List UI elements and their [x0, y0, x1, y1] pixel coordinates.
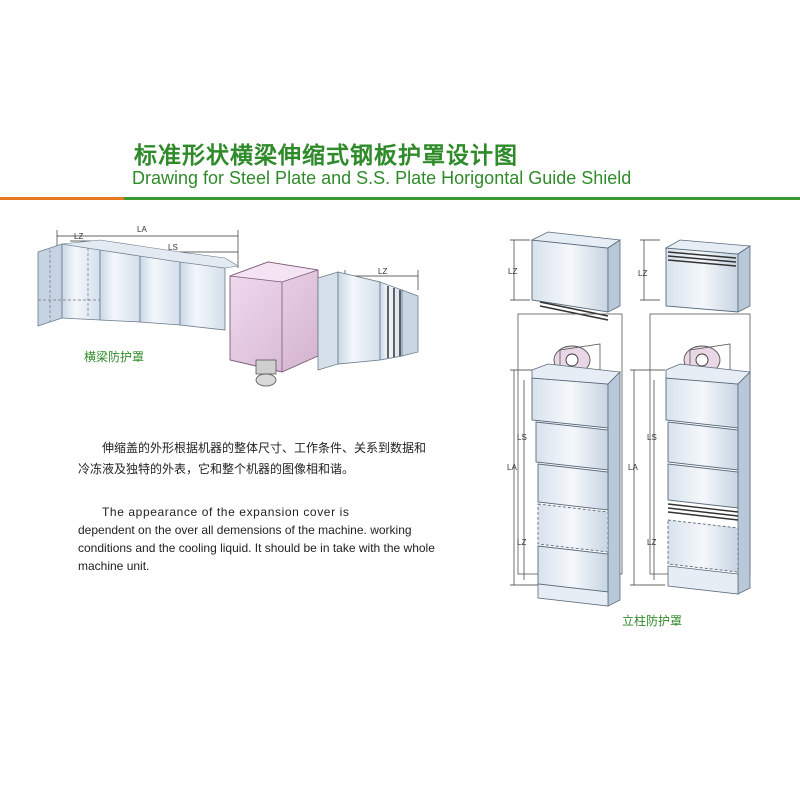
dim-lz-vertical-left-bottom: LZ — [517, 538, 526, 547]
dim-la-vertical-left: LA — [507, 463, 517, 472]
dim-lz-vertical-right-top: LZ — [638, 269, 647, 278]
dim-lz-vertical-right-bottom: LZ — [647, 538, 656, 547]
caption-horizontal-shield: 横梁防护罩 — [84, 350, 145, 364]
dim-la-horizontal: LA — [137, 225, 147, 234]
dim-la-vertical-right: LA — [628, 463, 638, 472]
title-chinese: 标准形状横梁伸缩式钢板护罩设计图 — [134, 143, 518, 169]
vertical-left-dimensions — [510, 239, 540, 586]
description-english-line1: The appearance of the expansion cover is — [102, 505, 350, 519]
description-english: The appearance of the expansion cover is… — [78, 503, 438, 575]
vertical-shield-left — [510, 231, 623, 607]
caption-vertical-shield: 立柱防护罩 — [622, 614, 683, 628]
dim-ls-horizontal: LS — [168, 243, 178, 252]
vertical-right-dimensions — [630, 239, 665, 586]
dim-lz-horizontal-left: LZ — [74, 232, 83, 241]
dim-ls-vertical-right: LS — [647, 433, 657, 442]
dim-lz-vertical-left-top: LZ — [508, 267, 517, 276]
horizontal-shield-drawing — [37, 230, 419, 387]
dim-ls-vertical-left: LS — [517, 433, 527, 442]
description-chinese: 伸缩盖的外形根据机器的整体尺寸、工作条件、关系到数据和冷冻液及独特的外表，它和整… — [78, 441, 427, 476]
description-english-rest: dependent on the over all demensions of … — [78, 523, 435, 573]
vertical-shield-right — [630, 239, 752, 595]
title-english: Drawing for Steel Plate and S.S. Plate H… — [132, 168, 632, 188]
dim-lz-horizontal-right: LZ — [378, 267, 387, 276]
header-rule-orange — [0, 197, 124, 200]
header-rule-green — [124, 197, 800, 200]
